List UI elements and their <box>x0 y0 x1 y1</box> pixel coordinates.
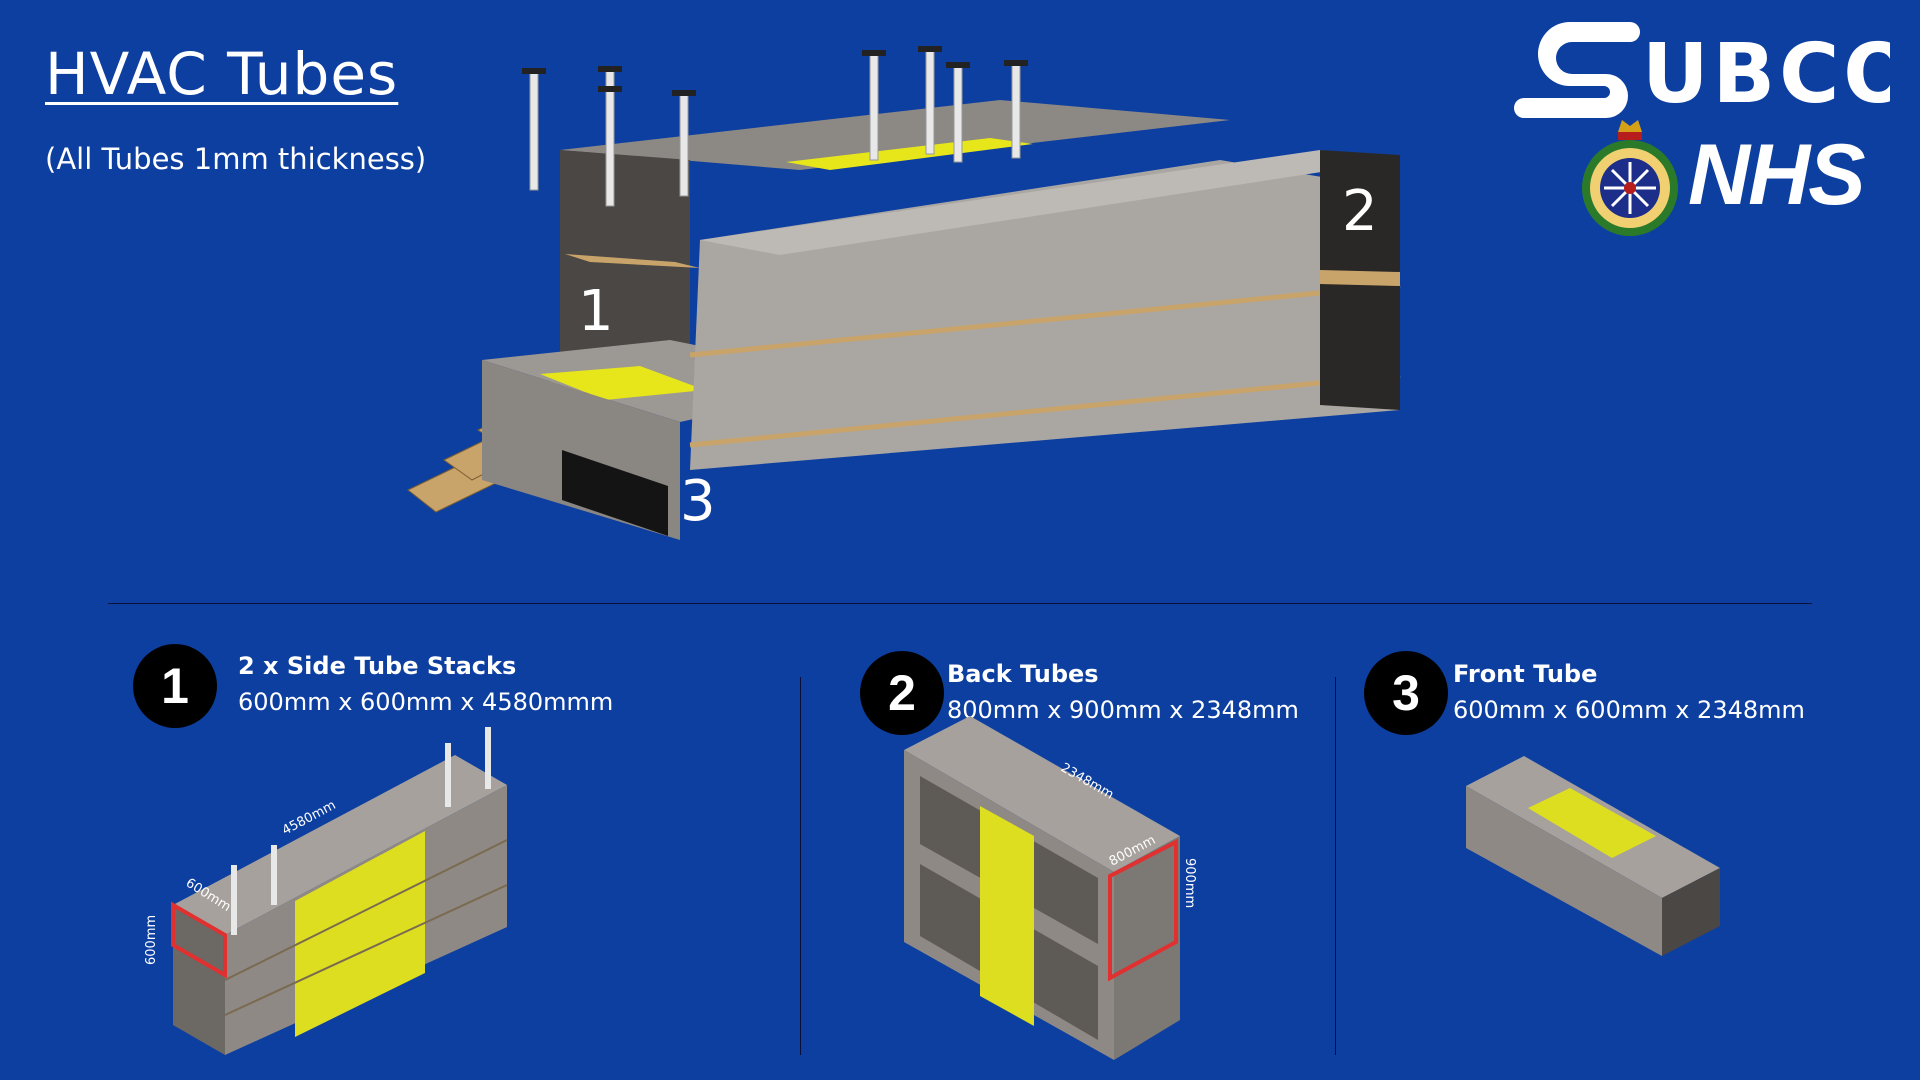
item-1-dim-height: 600mm <box>144 915 159 965</box>
render-label-2: 2 <box>1342 179 1378 244</box>
item-3-dimensions: 600mm x 600mm x 2348mm <box>1453 696 1805 724</box>
svg-text:UBCO: UBCO <box>1642 27 1890 118</box>
item-2-title: Back Tubes <box>947 660 1099 688</box>
item-2-dim-height: 900mm <box>1182 858 1197 908</box>
nhs-crest-icon <box>1582 120 1678 236</box>
item-3-badge: 3 <box>1364 651 1448 735</box>
item-1-diagram: 600mm 600mm 4580mm <box>144 727 508 1055</box>
subco-logo: UBCO <box>1514 22 1890 118</box>
item-1-caption: 2 x Side Tube Stacks 600mm x 600mm x 458… <box>238 648 613 720</box>
page-subtitle: (All Tubes 1mm thickness) <box>45 142 427 176</box>
column-divider <box>1335 677 1336 1055</box>
item-1-dimensions: 600mm x 600mm x 4580mmm <box>238 688 614 716</box>
item-3-caption: Front Tube 600mm x 600mm x 2348mm <box>1453 656 1805 728</box>
hvac-assembly-render: 1 2 3 <box>407 46 1401 540</box>
page-title: HVAC Tubes <box>45 40 399 108</box>
column-divider <box>800 677 801 1055</box>
item-2-diagram: 2348mm 800mm 900mm <box>904 716 1197 1060</box>
item-2-caption: Back Tubes 800mm x 900mm x 2348mm <box>947 656 1299 728</box>
item-2-dimensions: 800mm x 900mm x 2348mm <box>947 696 1299 724</box>
item-3-title: Front Tube <box>1453 660 1598 688</box>
section-divider <box>108 603 1812 604</box>
item-1-title: 2 x Side Tube Stacks <box>238 652 517 680</box>
item-1-badge: 1 <box>133 644 217 728</box>
render-label-3: 3 <box>680 469 716 534</box>
nhs-logo: NHS <box>1688 127 1866 223</box>
render-label-1: 1 <box>578 279 614 344</box>
item-2-badge: 2 <box>860 651 944 735</box>
item-3-diagram <box>1466 756 1720 956</box>
